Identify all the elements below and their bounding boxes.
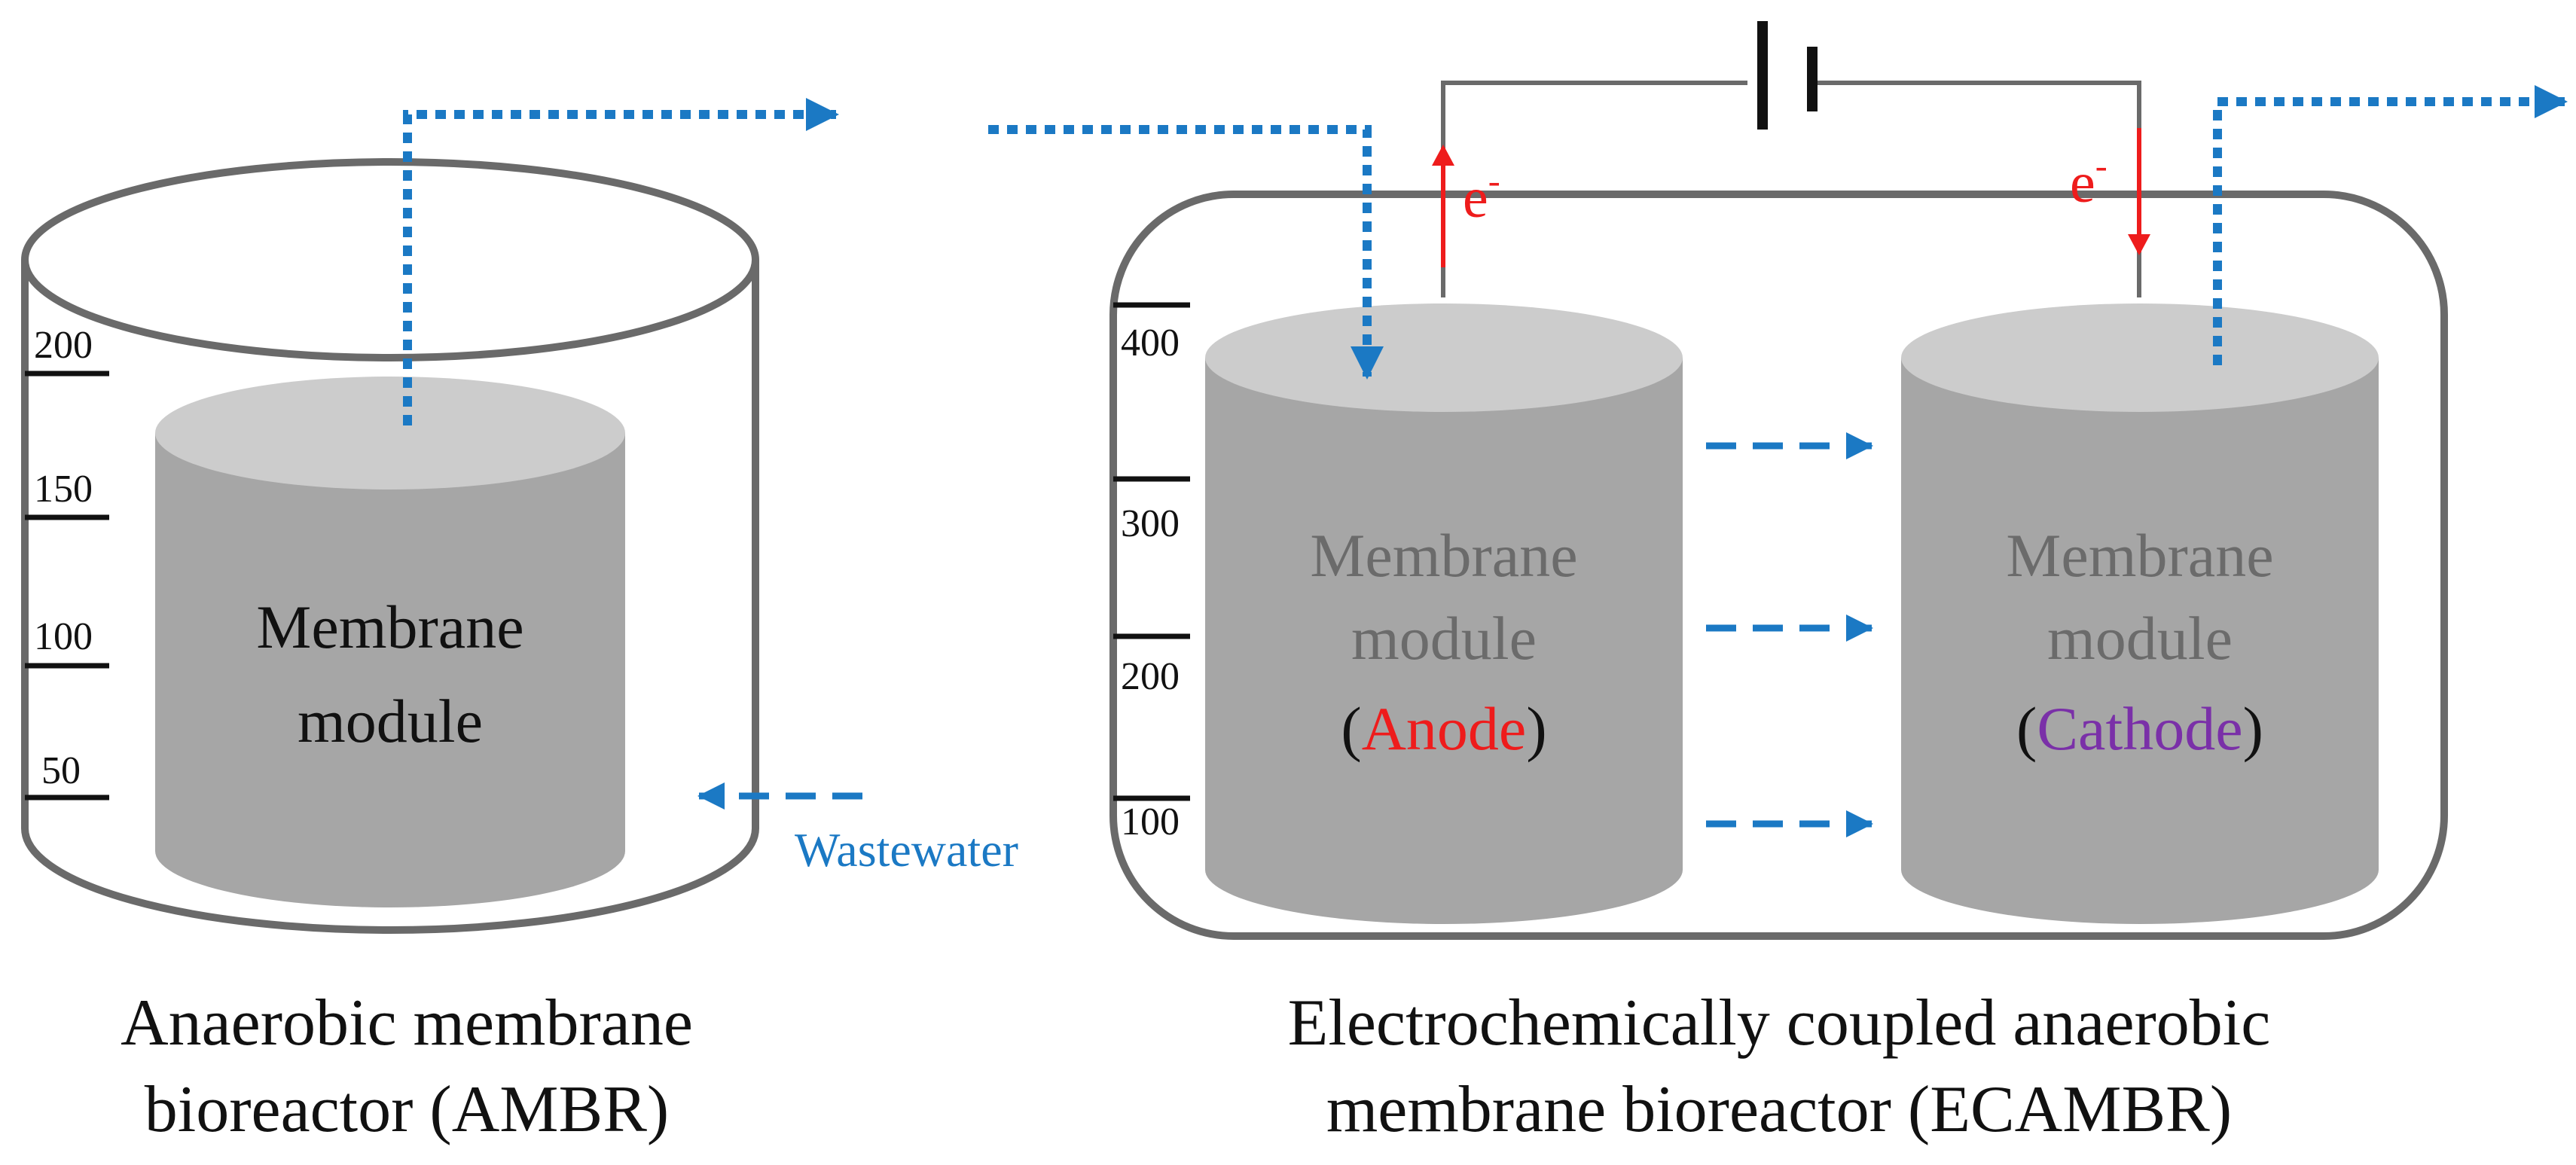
anode-role-label: (Anode)	[1341, 694, 1546, 763]
anode-to-cathode-transfer	[1706, 432, 1873, 837]
ambr-caption: bioreactor (AMBR)	[145, 1073, 669, 1146]
ambr-caption: Anaerobic membrane	[121, 987, 693, 1060]
module-label: module	[298, 687, 483, 755]
cathode-electron-flow: e-	[2070, 128, 2150, 255]
anode-membrane-module: Membrane module (Anode)	[1205, 303, 1683, 924]
electron-label: e-	[2070, 146, 2107, 215]
ecambr-inflow-arrow	[988, 125, 1384, 380]
module-label: Membrane	[256, 593, 523, 661]
ambr-tank-rim	[21, 158, 759, 361]
battery-icon	[1757, 21, 1818, 130]
external-circuit	[1441, 21, 2141, 297]
scale-tick-label: 100	[34, 615, 93, 658]
cathode-role-label: (Cathode)	[2016, 694, 2263, 763]
module-label: module	[2047, 604, 2233, 672]
ambr-membrane-module: Membrane module	[155, 377, 625, 907]
module-label: Membrane	[2006, 521, 2273, 590]
module-label: module	[1351, 604, 1537, 672]
anode-electron-flow: e-	[1432, 145, 1500, 267]
cathode-membrane-module: Membrane module (Cathode)	[1901, 303, 2379, 924]
wastewater-label: Wastewater	[795, 823, 1018, 877]
circuit-wire	[1441, 81, 2141, 297]
scale-tick-label: 50	[41, 749, 81, 792]
scale-tick-label: 150	[34, 468, 93, 511]
ambr-tank-body	[21, 260, 759, 934]
scale-tick-label: 400	[1121, 322, 1180, 364]
scale-tick-label: 200	[34, 324, 93, 367]
ecambr-reactor: 400 300 200 100 Membrane module (Anode) …	[988, 21, 2568, 1146]
ambr-reactor: 200 150 100 50 Membrane module Wastewate…	[21, 98, 1018, 1146]
ecambr-caption: membrane bioreactor (ECAMBR)	[1326, 1073, 2232, 1146]
scale-tick-label: 300	[1121, 502, 1180, 545]
scale-tick-label: 100	[1121, 801, 1180, 843]
ecambr-volume-scale: 400 300 200 100	[1113, 302, 1190, 843]
scale-tick-label: 200	[1121, 655, 1180, 698]
ambr-permeate-flow-arrow	[403, 98, 839, 425]
ambr-volume-scale: 200 150 100 50	[25, 324, 109, 801]
ecambr-permeate-flow-arrow	[2213, 85, 2568, 365]
ecambr-caption: Electrochemically coupled anaerobic	[1288, 987, 2271, 1060]
module-label: Membrane	[1310, 521, 1577, 590]
electron-label: e-	[1463, 161, 1500, 230]
ecambr-tank	[1109, 191, 2448, 940]
